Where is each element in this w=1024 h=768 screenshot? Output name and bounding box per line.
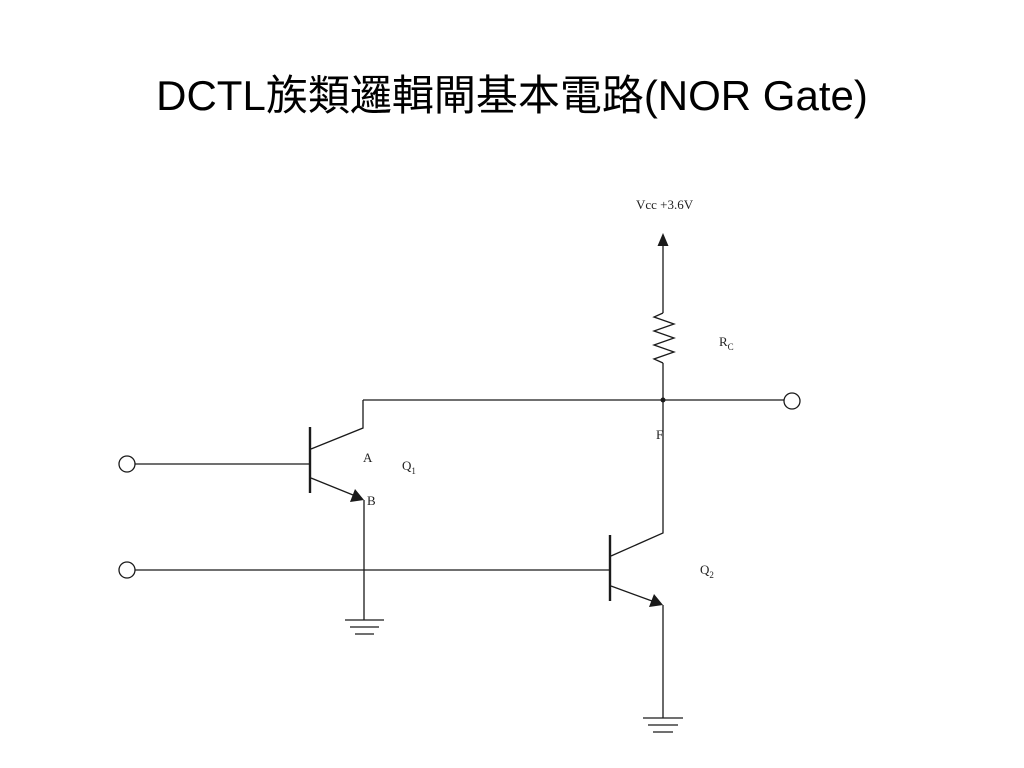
node-a-label: A bbox=[363, 450, 373, 465]
q1-label: Q1 bbox=[402, 458, 416, 476]
q1-emitter-arrow-icon bbox=[350, 489, 364, 502]
node-b-label: B bbox=[367, 493, 376, 508]
vcc-arrow-icon bbox=[657, 233, 669, 246]
q2-emitter-arrow-icon bbox=[649, 594, 663, 607]
resistor-label: RC bbox=[719, 334, 734, 352]
ground-q1-icon bbox=[345, 619, 384, 635]
vcc-supply: Vcc +3.6V bbox=[636, 197, 694, 313]
ground-q2-icon bbox=[643, 717, 683, 733]
q2-collector bbox=[610, 400, 664, 557]
output-terminal[interactable] bbox=[783, 392, 801, 410]
q1-collector bbox=[310, 400, 364, 450]
q2-label-subscript: 2 bbox=[709, 570, 714, 580]
resistor-symbol bbox=[652, 312, 676, 364]
q2-label-main: Q bbox=[700, 562, 710, 577]
slide-title: DCTL族類邏輯閘基本電路(NOR Gate) bbox=[156, 72, 868, 119]
resistor-label-subscript: C bbox=[728, 342, 734, 352]
q1-label-subscript: 1 bbox=[411, 466, 416, 476]
resistor-rc: RC bbox=[652, 312, 734, 400]
transistor-q2: Q2 bbox=[118, 400, 714, 718]
output-node: F bbox=[363, 392, 801, 442]
input-b-terminal[interactable] bbox=[118, 561, 136, 579]
q2-emitter bbox=[610, 585, 653, 602]
output-node-label: F bbox=[656, 427, 663, 442]
q1-label-main: Q bbox=[402, 458, 412, 473]
resistor-label-main: R bbox=[719, 334, 728, 349]
vcc-label: Vcc +3.6V bbox=[636, 197, 694, 212]
transistor-q1: A B Q1 bbox=[118, 400, 416, 620]
input-a-terminal[interactable] bbox=[118, 455, 136, 473]
q1-emitter bbox=[310, 477, 354, 496]
q2-label: Q2 bbox=[700, 562, 714, 580]
